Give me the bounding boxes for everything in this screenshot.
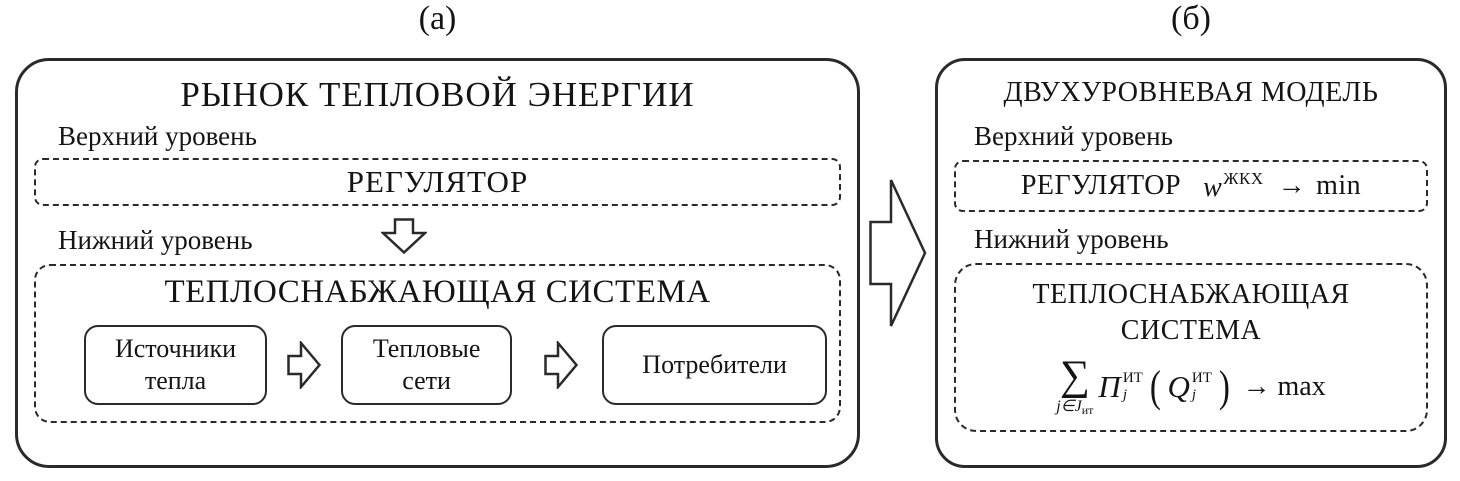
- heat-sub: j: [1191, 386, 1197, 403]
- sum-index: j∈Jит: [1056, 397, 1094, 417]
- panel-a-lower-level-label: Нижний уровень: [58, 225, 253, 255]
- down-arrow-icon: [380, 218, 427, 254]
- profit-var-pi: П: [1098, 368, 1121, 404]
- formula-arrow-max: →: [1242, 370, 1271, 402]
- panel-b-two-level-model: ДВУХУРОВНЕВАЯ МОДЕЛЬ Верхний уровень РЕГ…: [935, 58, 1447, 468]
- chain-box-heat-sources-label: Источники тепла: [114, 333, 237, 396]
- panel-b-heating-system-box: ТЕПЛОСНАБЖАЮЩАЯ СИСТЕМА ∑ j∈Jит П ИТ j (: [954, 263, 1428, 432]
- panel-transition-arrow-icon: [869, 179, 927, 327]
- chain-box-heat-networks: Тепловые сети: [341, 325, 513, 405]
- sum-index-main: j∈J: [1056, 397, 1082, 415]
- right-paren: ): [1218, 361, 1230, 411]
- panel-a-title: РЫНОК ТЕПЛОВОЙ ЭНЕРГИИ: [180, 75, 695, 114]
- panel-a-upper-level-label: Верхний уровень: [58, 121, 257, 151]
- chain-box-heat-networks-label: Тепловые сети: [372, 333, 481, 396]
- panel-a-heating-system-box: ТЕПЛОСНАБЖАЮЩАЯ СИСТЕМА Источники тепла …: [34, 264, 841, 423]
- profit-sup: ИТ: [1122, 370, 1143, 387]
- panel-b-system-title-line1: ТЕПЛОСНАБЖАЮЩАЯ: [1032, 279, 1350, 310]
- chain-box-heat-sources: Источники тепла: [84, 325, 268, 405]
- panel-a-heat-market: РЫНОК ТЕПЛОВОЙ ЭНЕРГИИ Верхний уровень Р…: [15, 58, 860, 468]
- panel-b-system-title: ТЕПЛОСНАБЖАЮЩАЯ СИСТЕМА: [964, 277, 1418, 350]
- panel-b-lower-level-label: Нижний уровень: [974, 224, 1169, 254]
- panel-b-upper-level-label: Верхний уровень: [974, 121, 1173, 151]
- profit-sub: j: [1122, 386, 1127, 403]
- right-arrow-icon: [287, 341, 322, 389]
- panel-b-label: (б): [1171, 0, 1211, 37]
- system-objective-formula: ∑ j∈Jит П ИТ j ( Q ИТ j: [964, 352, 1418, 417]
- chain-box-consumers: Потребители: [602, 325, 827, 405]
- panel-b-system-title-line2: СИСТЕМА: [1120, 315, 1262, 347]
- formula-sup-zhkh: ЖКХ: [1223, 168, 1264, 188]
- heat-scripts: ИТ j: [1192, 370, 1212, 403]
- sum-index-sub: ит: [1081, 402, 1094, 417]
- profit-scripts: ИТ j: [1123, 370, 1143, 403]
- formula-var-w: w: [1203, 171, 1223, 203]
- formula-target-min: min: [1316, 170, 1362, 201]
- panel-b-title: ДВУХУРОВНЕВАЯ МОДЕЛЬ: [1003, 77, 1379, 108]
- panel-a-label: (а): [418, 0, 457, 37]
- sum-sigma: ∑: [1059, 352, 1090, 399]
- profit-term: П ИТ j: [1098, 369, 1142, 405]
- left-paren: (: [1149, 361, 1161, 411]
- formula-target-max: max: [1277, 370, 1326, 402]
- heat-sup: ИТ: [1191, 370, 1212, 387]
- regulator-objective-formula: wЖКХ → min: [1203, 169, 1361, 204]
- panel-b-regulator-label: РЕГУЛЯТОР: [1020, 170, 1182, 201]
- summation-symbol: ∑ j∈Jит: [1056, 352, 1094, 417]
- formula-arrow: →: [1277, 170, 1307, 201]
- panel-a-lower-level-row: Нижний уровень: [58, 214, 841, 256]
- heat-var-q: Q: [1167, 368, 1190, 404]
- chain-box-consumers-label: Потребители: [642, 349, 787, 379]
- panel-a-system-chain: Источники тепла Тепловые сети Потребител…: [48, 325, 827, 405]
- panel-a-system-title: ТЕПЛОСНАБЖАЮЩАЯ СИСТЕМА: [164, 274, 711, 310]
- right-arrow-icon: [544, 341, 579, 389]
- panel-a-regulator-label: РЕГУЛЯТОР: [346, 164, 529, 199]
- heat-term: Q ИТ j: [1167, 369, 1211, 405]
- panel-b-regulator-box: РЕГУЛЯТОР wЖКХ → min: [954, 160, 1428, 212]
- panel-a-regulator-box: РЕГУЛЯТОР: [34, 158, 841, 206]
